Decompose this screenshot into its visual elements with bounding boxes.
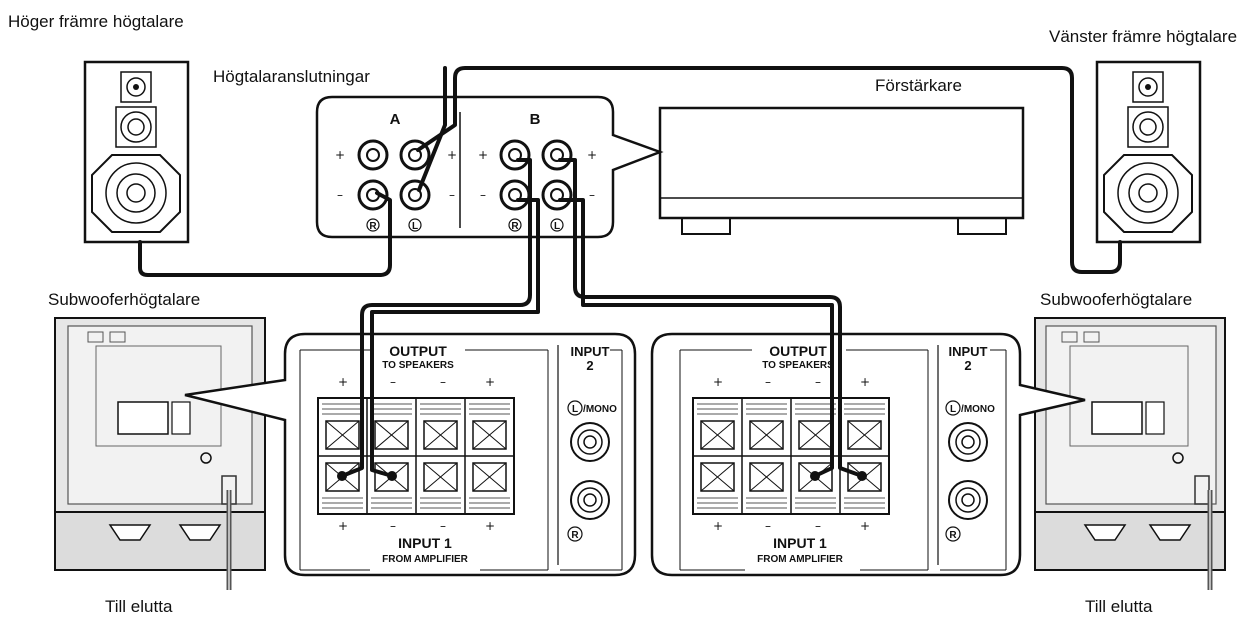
group-b-label: B <box>530 111 541 128</box>
amplifier-label: Förstärkare <box>875 76 962 95</box>
right-front-speaker-label: Höger främre högtalare <box>8 12 184 31</box>
subwoofer-right-label: Subwooferhögtalare <box>1040 290 1192 309</box>
minus-sign: – <box>440 375 446 389</box>
plus-sign: + <box>860 375 870 389</box>
svg-text:R: R <box>369 221 377 232</box>
terminal-b-left-minus <box>541 179 573 211</box>
outlet-left-label: Till elutta <box>105 597 173 616</box>
minus-sign: – <box>480 188 486 202</box>
l-mono-mark: L <box>945 400 961 416</box>
speaker-terminals-label: Högtalaranslutningar <box>213 67 370 86</box>
plus-sign: + <box>587 148 597 162</box>
right-front-speaker <box>83 60 190 244</box>
plus-sign: + <box>713 519 723 533</box>
minus-sign: – <box>390 519 396 533</box>
subwoofer-left-terminal-panel: OUTPUT TO SPEAKERS INPUT 1 FROM AMPLIFIE… <box>184 332 637 577</box>
cable-right-front <box>138 191 392 277</box>
left-channel-mark: L <box>550 218 564 232</box>
terminal-a-left-plus <box>399 139 431 171</box>
cable-connections <box>337 471 867 481</box>
svg-text:R: R <box>949 530 957 541</box>
cable-b-right <box>340 158 532 478</box>
minus-sign: – <box>815 519 821 533</box>
terminal-a-left-minus <box>399 179 431 211</box>
subwoofer-right <box>1034 317 1226 590</box>
input1-label: INPUT 1 <box>398 535 452 551</box>
svg-text:L: L <box>950 404 956 415</box>
input2-label: INPUT <box>571 344 610 359</box>
plus-sign: + <box>485 519 495 533</box>
terminal-b-right-plus <box>499 139 531 171</box>
input1-label: INPUT 1 <box>773 535 827 551</box>
minus-sign: – <box>765 519 771 533</box>
subwoofer-left-label: Subwooferhögtalare <box>48 290 200 309</box>
speaker-cables <box>138 66 1122 478</box>
from-amplifier-label: FROM AMPLIFIER <box>757 554 844 565</box>
svg-text:R: R <box>511 221 519 232</box>
from-amplifier-label: FROM AMPLIFIER <box>382 554 469 565</box>
group-a-label: A <box>390 111 401 128</box>
input2-number: 2 <box>586 358 593 373</box>
cable-b-left-2 <box>558 198 834 478</box>
subwoofer-right-terminal-panel: OUTPUT TO SPEAKERS INPUT 1 FROM AMPLIFIE… <box>650 332 1086 577</box>
output-label: OUTPUT <box>769 343 827 359</box>
outlet-right-label: Till elutta <box>1085 597 1153 616</box>
terminal-b-left-plus <box>541 139 573 171</box>
rca-input-l <box>948 422 988 462</box>
minus-sign: – <box>449 188 455 202</box>
plus-sign: + <box>338 375 348 389</box>
output-label: OUTPUT <box>389 343 447 359</box>
plus-sign: + <box>485 375 495 389</box>
svg-text:L: L <box>412 221 418 232</box>
l-mono-label: /MONO <box>961 404 995 415</box>
rca-input-l <box>570 422 610 462</box>
subwoofer-left <box>54 317 266 590</box>
cable-b-left <box>558 158 864 478</box>
minus-sign: – <box>815 375 821 389</box>
minus-sign: – <box>765 375 771 389</box>
input2-number: 2 <box>964 358 971 373</box>
to-speakers-label: TO SPEAKERS <box>382 360 454 371</box>
svg-text:L: L <box>554 221 560 232</box>
input2-label: INPUT <box>949 344 988 359</box>
plus-sign: + <box>338 519 348 533</box>
minus-sign: – <box>589 188 595 202</box>
plus-sign: + <box>860 519 870 533</box>
svg-text:L: L <box>572 404 578 415</box>
l-mono-label: /MONO <box>583 404 617 415</box>
minus-sign: – <box>390 375 396 389</box>
rca-input-r <box>948 480 988 520</box>
minus-sign: – <box>440 519 446 533</box>
plus-sign: + <box>335 148 345 162</box>
terminal-a-right-plus <box>357 139 389 171</box>
minus-sign: – <box>337 188 343 202</box>
cable-b-right-2 <box>370 198 540 478</box>
plus-sign: + <box>447 148 457 162</box>
r-mark: R <box>945 526 961 542</box>
r-mark: R <box>567 526 583 542</box>
right-channel-mark: R <box>508 218 522 232</box>
left-front-speaker-label: Vänster främre högtalare <box>1049 27 1237 46</box>
right-channel-mark: R <box>366 218 380 232</box>
cable-left-front-minus <box>417 66 447 192</box>
cable-left-front <box>416 66 1122 274</box>
plus-sign: + <box>478 148 488 162</box>
amplifier <box>658 106 1025 235</box>
left-channel-mark: L <box>408 218 422 232</box>
plus-sign: + <box>713 375 723 389</box>
rca-input-r <box>570 480 610 520</box>
speaker-terminal-panel: A B + – + – + – + – R L R L <box>315 95 664 239</box>
svg-text:R: R <box>571 530 579 541</box>
l-mono-mark: L <box>567 400 583 416</box>
to-speakers-label: TO SPEAKERS <box>762 360 834 371</box>
left-front-speaker <box>1095 60 1202 244</box>
